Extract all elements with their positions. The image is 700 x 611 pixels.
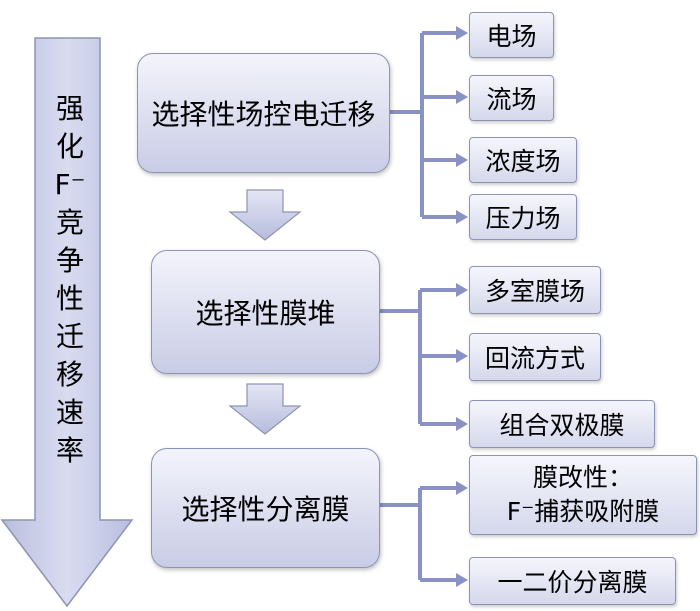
leaf-flow-field: 流场 (469, 75, 554, 121)
group3-connectors (378, 486, 458, 582)
leaf-membrane-modification: 膜改性： F⁻捕获吸附膜 (469, 455, 697, 535)
leaf-label-line1: 膜改性： (532, 463, 633, 492)
leaf-label: 一二价分离膜 (497, 568, 648, 597)
group1-connectors (388, 31, 458, 219)
main-node-label: 选择性膜堆 (195, 297, 336, 330)
leaf-monovalent-membrane: 一二价分离膜 (469, 557, 676, 605)
leaf-bipolar-membrane: 组合双极膜 (469, 400, 655, 448)
leaf-multi-chamber: 多室膜场 (469, 266, 601, 314)
group2-arrowheads (456, 283, 468, 431)
leaf-label: 组合双极膜 (499, 411, 625, 440)
side-char: 强 (55, 92, 84, 125)
leaf-electric-field: 电场 (469, 12, 554, 58)
down-arrow-1 (228, 189, 302, 241)
side-char: 率 (55, 434, 84, 467)
side-char: 性 (55, 282, 84, 315)
group1-arrowheads (456, 26, 468, 224)
leaf-label: 回流方式 (484, 344, 585, 373)
side-char: 迁 (55, 320, 84, 353)
side-char: 化 (55, 130, 84, 163)
down-arrow-2 (228, 383, 302, 435)
group3-arrowheads (456, 481, 468, 587)
main-node-separation-membrane: 选择性分离膜 (151, 448, 380, 568)
side-label: 强 化 F⁻ 竞 争 性 迁 移 速 率 (40, 90, 100, 470)
leaf-label: 流场 (486, 85, 537, 114)
side-char: 速 (55, 396, 84, 429)
leaf-concentration-field: 浓度场 (469, 137, 577, 183)
leaf-label: 浓度场 (485, 147, 561, 176)
main-node-label: 选择性场控电迁移 (151, 98, 376, 131)
main-node-field-control: 选择性场控电迁移 (137, 53, 390, 173)
group2-connectors (378, 288, 458, 426)
big-down-arrow (0, 37, 134, 608)
main-node-label: 选择性分离膜 (181, 493, 350, 526)
leaf-pressure-field: 压力场 (469, 194, 577, 240)
side-char: 争 (55, 244, 84, 277)
side-char: 竞 (55, 206, 84, 239)
leaf-reflux-mode: 回流方式 (469, 333, 601, 381)
leaf-label: 电场 (486, 22, 537, 51)
main-node-membrane-stack: 选择性膜堆 (151, 250, 380, 374)
leaf-label: 多室膜场 (484, 277, 585, 306)
leaf-label: 压力场 (485, 204, 561, 233)
leaf-label-line2: F⁻捕获吸附膜 (506, 497, 660, 526)
side-char: 移 (55, 358, 84, 391)
side-char: F⁻ (54, 168, 86, 201)
